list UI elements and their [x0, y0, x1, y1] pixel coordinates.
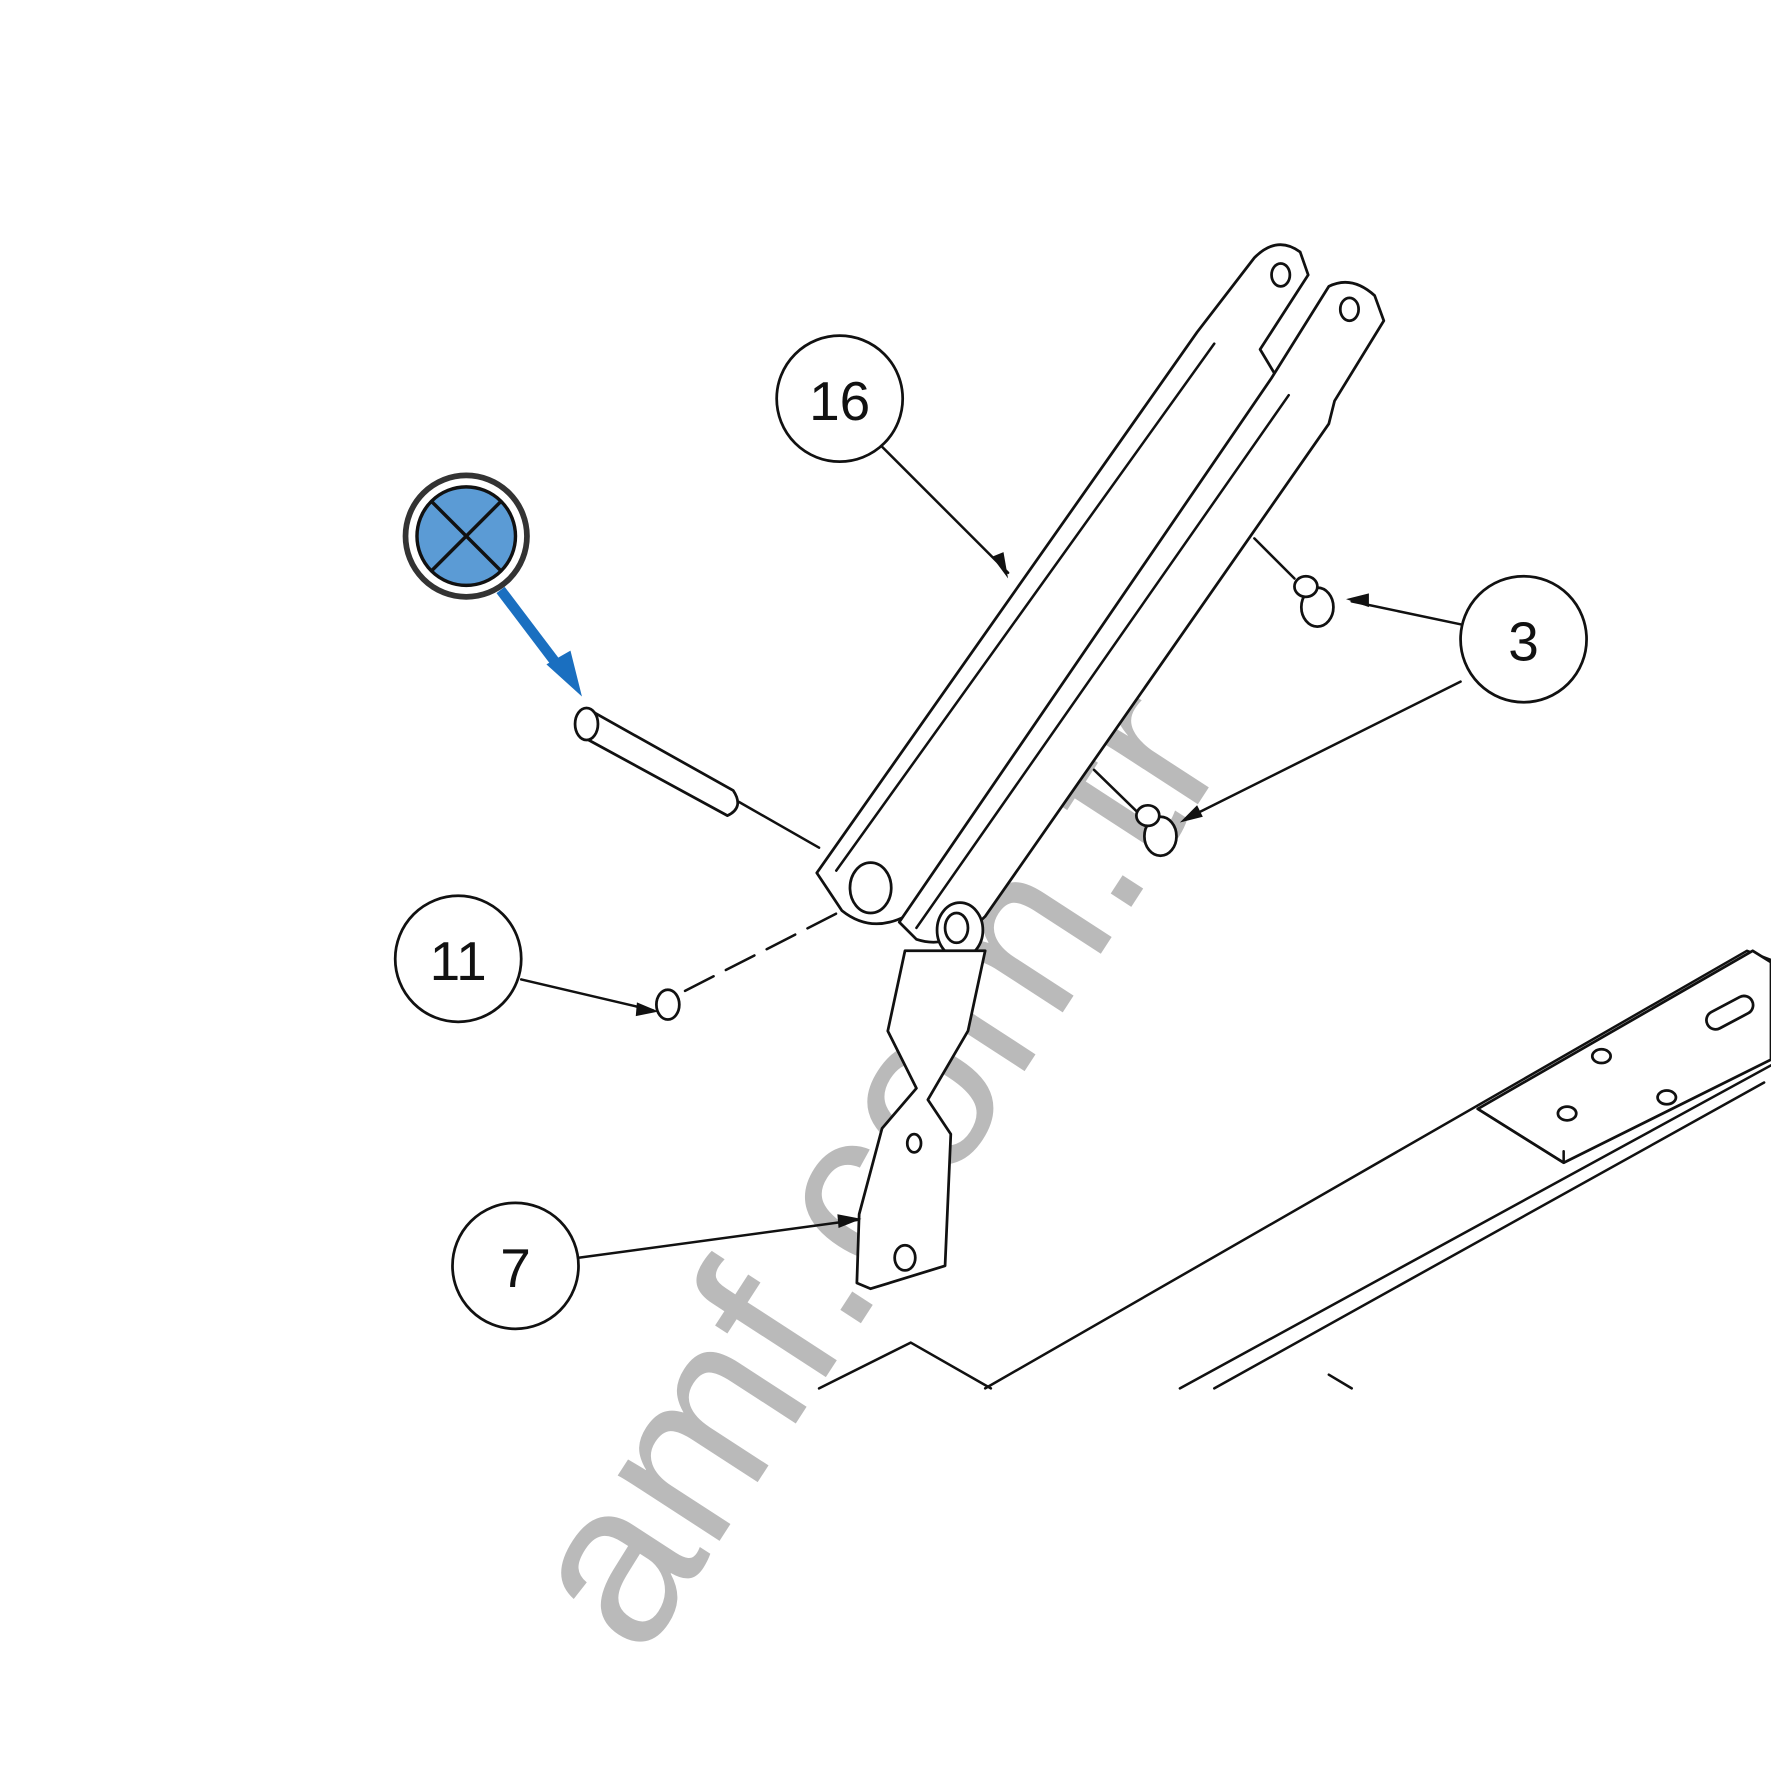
arrow-icon	[496, 586, 582, 697]
pin-part	[573, 706, 821, 849]
callout-label: 16	[809, 370, 870, 432]
callout-label: 11	[430, 930, 487, 992]
callout-16: 16	[775, 334, 905, 464]
washer-part-11	[655, 909, 844, 1021]
leader-lines	[519, 445, 1462, 1260]
callout-11: 11	[393, 894, 523, 1024]
link-part-7	[855, 949, 987, 1291]
crossed-circle-icon[interactable]	[402, 472, 530, 600]
frame-rail	[817, 949, 1771, 1390]
callout-7: 7	[451, 1201, 580, 1331]
callout-label: 3	[1508, 611, 1539, 673]
fastener-part-3	[1092, 537, 1335, 858]
callout-label: 7	[500, 1237, 531, 1299]
callout-3: 3	[1459, 574, 1588, 704]
arm-part-16	[815, 243, 1386, 960]
